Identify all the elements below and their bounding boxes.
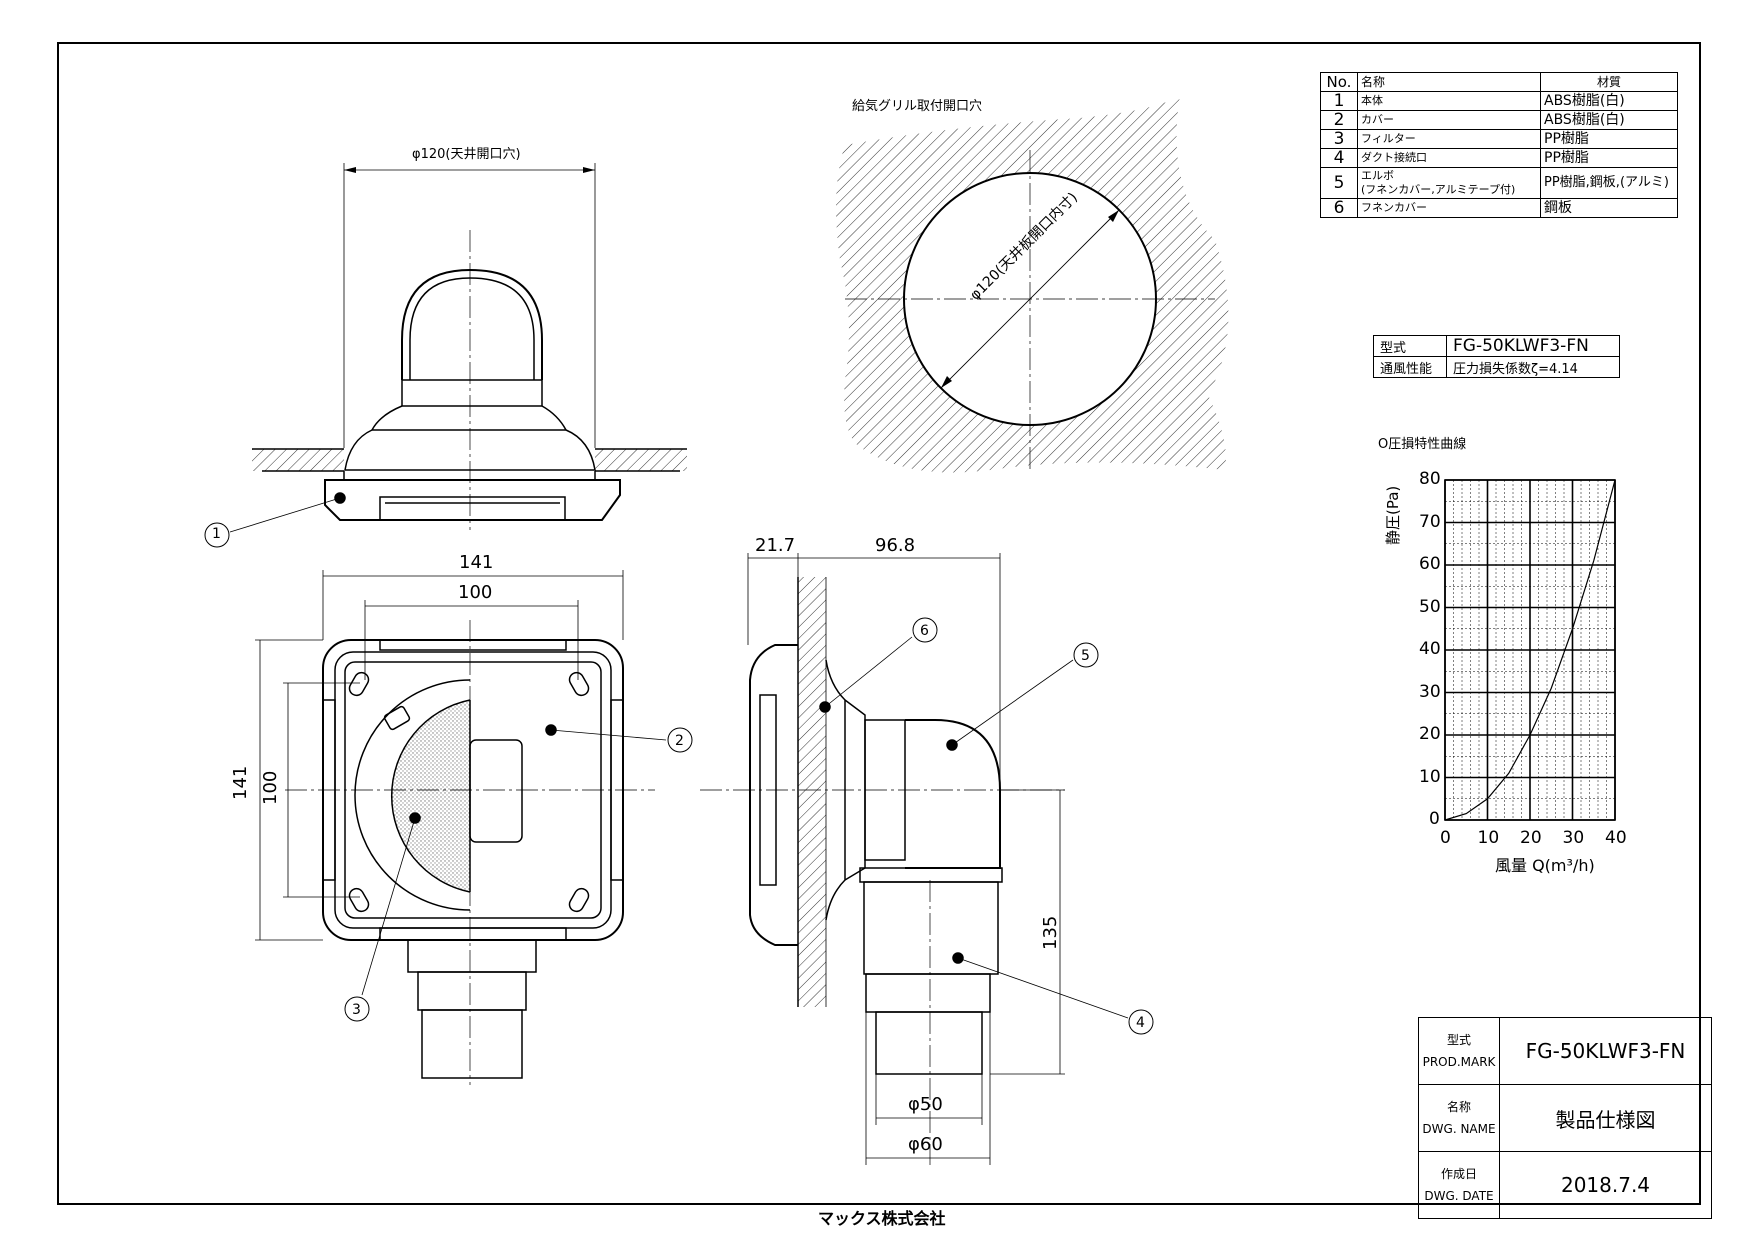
balloon-1: 1 — [212, 526, 221, 542]
y-tick-label: 60 — [1419, 554, 1441, 574]
series-line — [1444, 479, 1616, 821]
x-tick-label: 0 — [1440, 828, 1451, 848]
x-tick-label: 20 — [1520, 828, 1542, 848]
title-model-label-jp: 型式 — [1446, 1033, 1471, 1047]
parts-header-no: No. — [1320, 72, 1358, 92]
y-tick-label: 40 — [1419, 639, 1441, 659]
part-name-line1: エルボ — [1361, 169, 1394, 182]
pressure-loss-chart — [1444, 479, 1616, 821]
part-material: PP樹脂,鋼板,(アルミ) — [1540, 167, 1678, 199]
part-name-line2: (フネンカバー,アルミテープ付) — [1361, 183, 1516, 196]
y-tick-label: 50 — [1419, 596, 1441, 617]
dim-height-outer: 141 — [230, 765, 251, 800]
hole-view — [836, 95, 1229, 473]
parts-table: No. 名称 材質 1 本体 ABS樹脂(白) 2 カバー ABS樹脂(白) 3… — [1320, 72, 1678, 218]
title-name-value: 製品仕様図 — [1499, 1084, 1712, 1152]
plot-area — [1444, 479, 1616, 821]
chart-title: O圧損特性曲線 — [1378, 437, 1467, 452]
title-date-value: 2018.7.4 — [1499, 1151, 1712, 1219]
title-date-label-jp: 作成日 — [1440, 1167, 1477, 1181]
part-material: 鋼板 — [1540, 198, 1678, 218]
y-tick-label: 70 — [1419, 511, 1441, 532]
side-view — [700, 553, 1154, 1165]
part-material: ABS樹脂(白) — [1540, 110, 1678, 130]
dim-d60: φ60 — [908, 1134, 943, 1155]
dim-opening-label: φ120(天井開口穴) — [412, 147, 521, 162]
part-material: ABS樹脂(白) — [1540, 91, 1678, 111]
table-row: 2 カバー ABS樹脂(白) — [1320, 110, 1678, 130]
top-view — [204, 163, 687, 548]
ceiling-board-left — [252, 449, 344, 471]
dim-width-outer: 141 — [459, 552, 494, 573]
title-model-label: 型式 PROD.MARK — [1418, 1017, 1500, 1085]
y-tick-label: 30 — [1419, 681, 1441, 702]
x-tick-label: 40 — [1605, 828, 1627, 848]
balloon-6: 6 — [920, 623, 929, 639]
part-no: 2 — [1320, 110, 1358, 130]
table-row: 3 フィルター PP樹脂 — [1320, 129, 1678, 149]
drawing-frame — [57, 42, 1701, 1205]
title-date-label-en: DWG. DATE — [1424, 1189, 1494, 1203]
balloon-4: 4 — [1136, 1015, 1145, 1031]
title-name-label-en: DWG. NAME — [1422, 1122, 1496, 1136]
part-no: 3 — [1320, 129, 1358, 149]
part-name: フィルター — [1357, 129, 1541, 149]
y-tick-label: 0 — [1429, 809, 1440, 829]
chart-ylabel: 静圧(Pa) — [1384, 485, 1402, 545]
dim-height-inner: 100 — [260, 770, 281, 805]
table-row: 1 本体 ABS樹脂(白) — [1320, 91, 1678, 111]
company-name: マックス株式会社 — [818, 1209, 946, 1228]
spec-model-label: 型式 — [1373, 335, 1447, 357]
title-model-label-en: PROD.MARK — [1422, 1055, 1496, 1069]
parts-header-name: 名称 — [1357, 72, 1541, 92]
part-no: 1 — [1320, 91, 1358, 111]
parts-header-material: 材質 — [1540, 72, 1678, 92]
part-material: PP樹脂 — [1540, 148, 1678, 168]
bottom-view — [255, 570, 693, 1085]
part-material: PP樹脂 — [1540, 129, 1678, 149]
part-no: 6 — [1320, 198, 1358, 218]
title-model-value: FG-50KLWF3-FN — [1499, 1017, 1712, 1085]
title-name-label: 名称 DWG. NAME — [1418, 1084, 1500, 1152]
table-row: 6 フネンカバー 鋼板 — [1320, 198, 1678, 218]
part-name: 本体 — [1357, 91, 1541, 111]
title-name-label-jp: 名称 — [1446, 1100, 1471, 1114]
title-date-label: 作成日 DWG. DATE — [1418, 1151, 1500, 1219]
part-name: カバー — [1357, 110, 1541, 130]
dim-height-135: 135 — [1040, 915, 1061, 950]
dim-width-inner: 100 — [458, 582, 493, 603]
dim-d50: φ50 — [908, 1094, 943, 1115]
x-tick-label: 30 — [1562, 828, 1585, 848]
chart-marks — [1444, 479, 1616, 821]
dim-depth: 96.8 — [875, 535, 916, 556]
part-name: ダクト接続口 — [1357, 148, 1541, 168]
table-row: 4 ダクト接続口 PP樹脂 — [1320, 148, 1678, 168]
part-name: エルボ (フネンカバー,アルミテープ付) — [1357, 167, 1541, 199]
spec-perf-value: 圧力損失係数ζ=4.14 — [1446, 356, 1620, 378]
spec-perf-label: 通風性能 — [1373, 356, 1447, 378]
y-tick-label: 80 — [1419, 469, 1441, 489]
dim-flange: 21.7 — [755, 535, 796, 556]
y-tick-label: 10 — [1419, 766, 1441, 787]
spec-model-value: FG-50KLWF3-FN — [1446, 335, 1620, 357]
balloon-3: 3 — [352, 1002, 361, 1018]
x-tick-label: 10 — [1477, 828, 1500, 848]
part-no: 4 — [1320, 148, 1358, 168]
part-name: フネンカバー — [1357, 198, 1541, 218]
balloon-2: 2 — [675, 733, 684, 749]
spec-table: 型式 FG-50KLWF3-FN 通風性能 圧力損失係数ζ=4.14 — [1373, 335, 1620, 378]
part-no: 5 — [1320, 167, 1358, 199]
chart-xlabel: 風量 Q(m³/h) — [1495, 856, 1595, 875]
table-row: 5 エルボ (フネンカバー,アルミテープ付) PP樹脂,鋼板,(アルミ) — [1320, 167, 1678, 199]
y-tick-label: 20 — [1419, 724, 1441, 744]
balloon-5: 5 — [1081, 648, 1090, 664]
chart-grid — [1444, 479, 1616, 821]
title-block: 型式 PROD.MARK FG-50KLWF3-FN 名称 DWG. NAME … — [1418, 1017, 1712, 1219]
ceiling-board-right — [595, 449, 687, 471]
hole-view-title: 給気グリル取付開口穴 — [852, 99, 983, 114]
